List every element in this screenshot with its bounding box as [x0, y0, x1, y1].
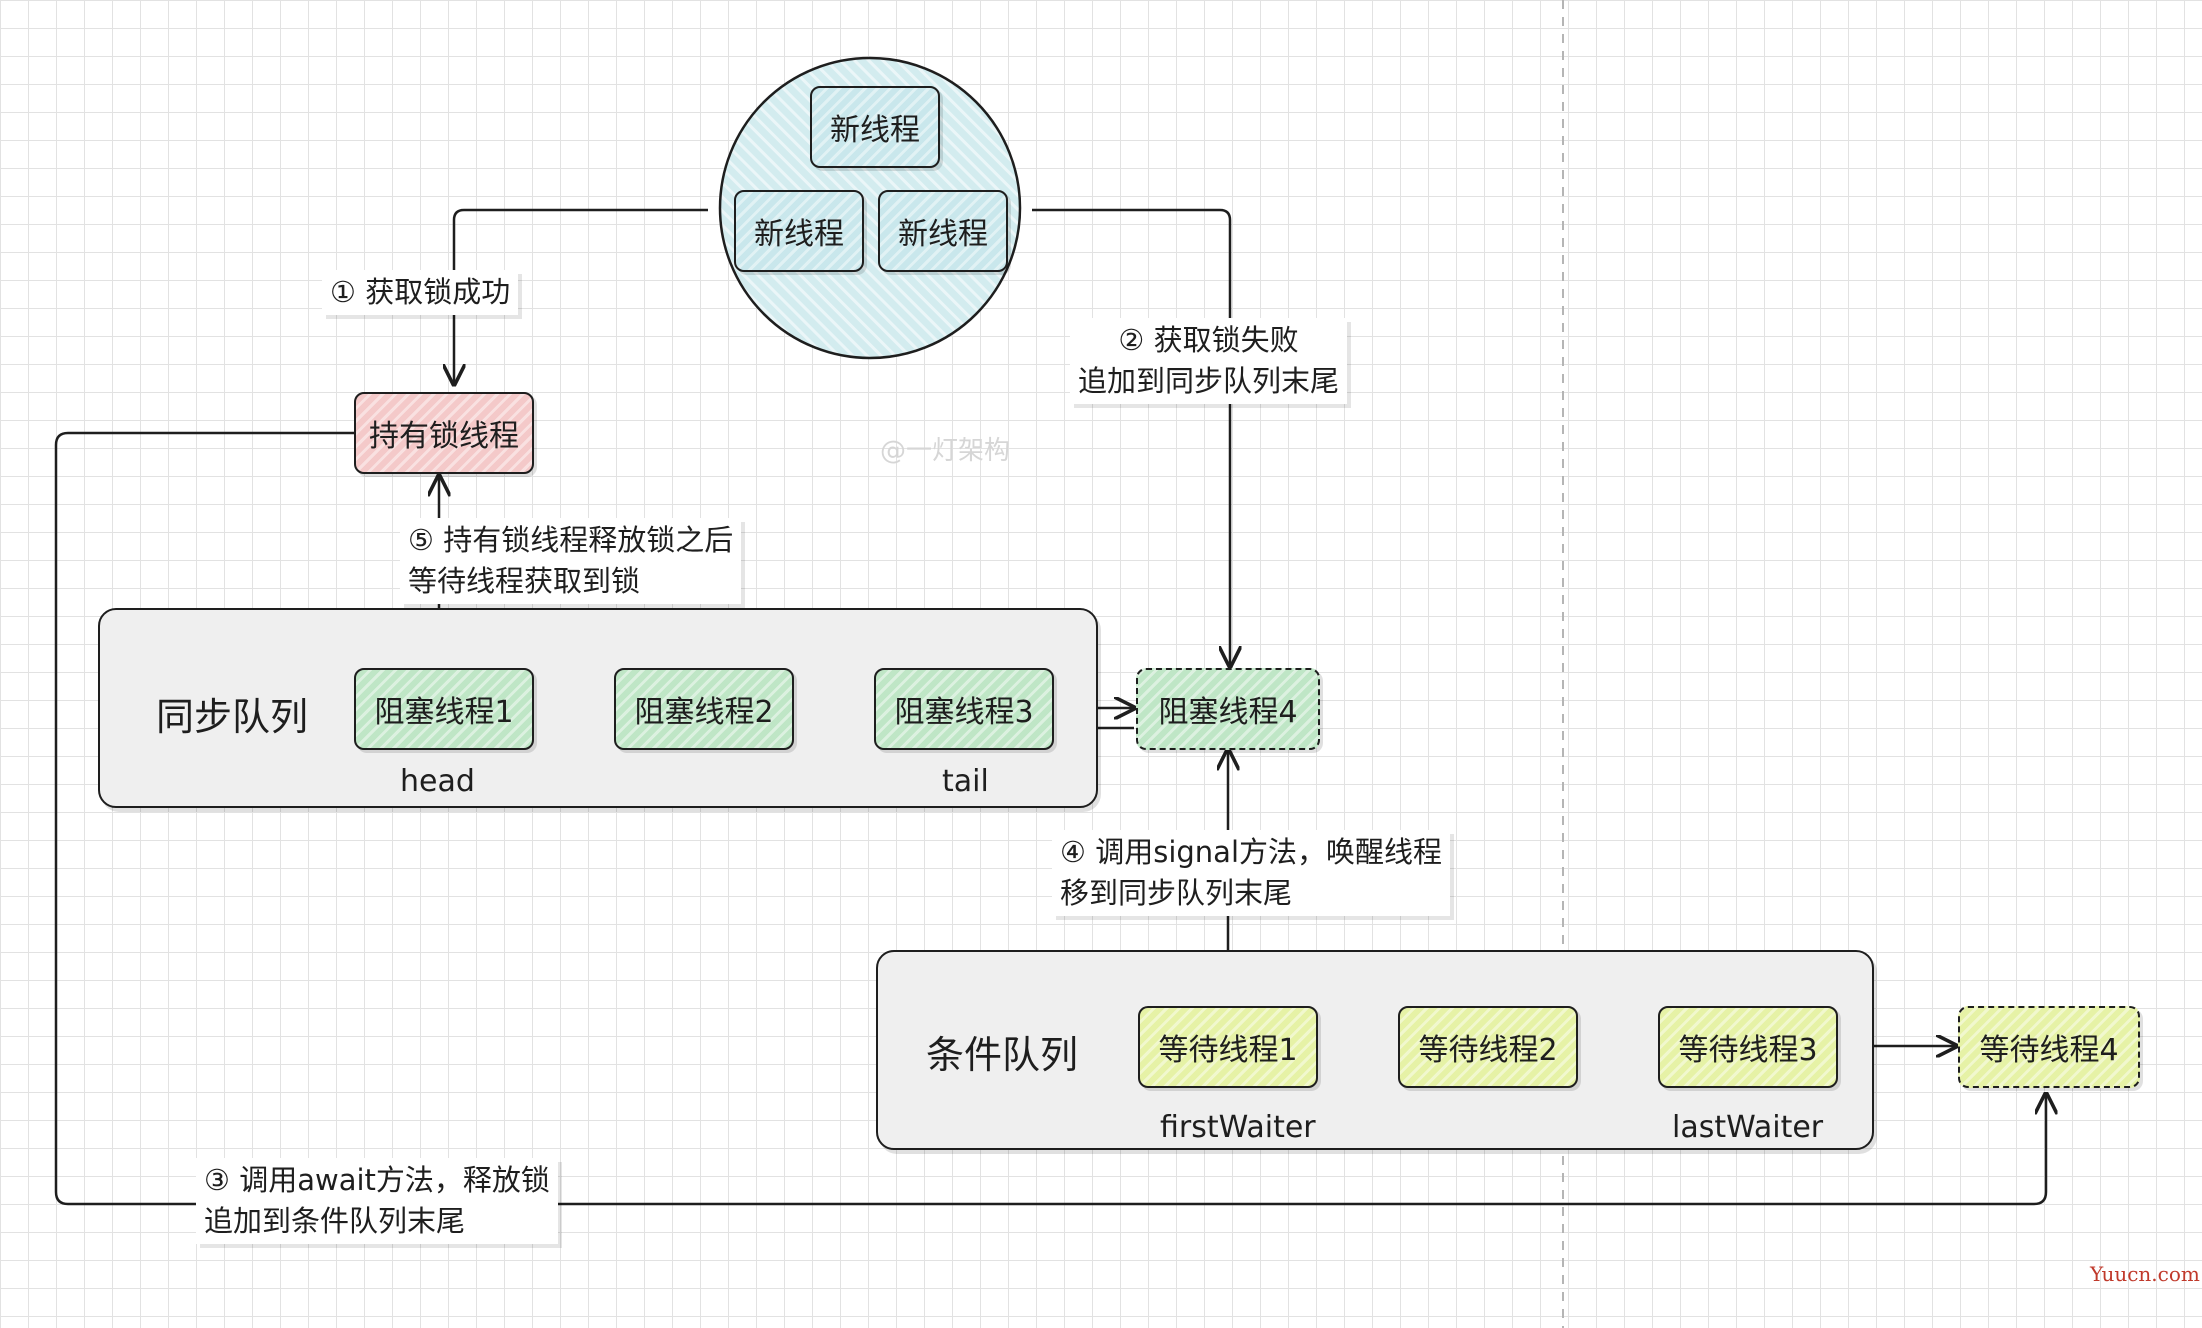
- blocked-thread-1: 阻塞线程1: [354, 668, 534, 750]
- last-waiter-label: lastWaiter: [1672, 1110, 1824, 1145]
- site-watermark: Yuucn.com: [2090, 1262, 2200, 1286]
- step3-line2: 追加到条件队列末尾: [204, 1204, 466, 1238]
- arrow-acquire-success: [454, 208, 708, 384]
- step3-note: ③ 调用await方法，释放锁 追加到条件队列末尾: [196, 1158, 558, 1244]
- step1-text: ① 获取锁成功: [330, 275, 511, 309]
- waiting-thread-2: 等待线程2: [1398, 1006, 1578, 1088]
- new-thread-left: 新线程: [734, 190, 864, 272]
- first-waiter-label: firstWaiter: [1160, 1110, 1316, 1145]
- step2-line1: ② 获取锁失败: [1118, 323, 1299, 357]
- sync-queue-title: 同步队列: [156, 695, 309, 739]
- waiting-thread-4-pending: 等待线程4: [1958, 1006, 2140, 1088]
- head-pointer-label: head: [400, 764, 475, 799]
- arrow-acquire-fail: [1032, 208, 1230, 666]
- blocked-thread-3: 阻塞线程3: [874, 668, 1054, 750]
- step5-note: ⑤ 持有锁线程释放锁之后 等待线程获取到锁: [400, 518, 742, 604]
- blocked-thread-2: 阻塞线程2: [614, 668, 794, 750]
- step4-line1: ④ 调用signal方法，唤醒线程: [1060, 835, 1442, 869]
- step3-line1: ③ 调用await方法，释放锁: [204, 1163, 550, 1197]
- step4-line2: 移到同步队列末尾: [1060, 876, 1293, 910]
- new-thread-top: 新线程: [810, 86, 940, 168]
- step4-note: ④ 调用signal方法，唤醒线程 移到同步队列末尾: [1052, 830, 1450, 916]
- thread-pool-circle: [718, 56, 1022, 360]
- step5-line2: 等待线程获取到锁: [408, 564, 641, 598]
- arrow-await: [54, 431, 2046, 1206]
- blocked-thread-4-pending: 阻塞线程4: [1136, 668, 1320, 750]
- new-thread-right: 新线程: [878, 190, 1008, 272]
- watermark-text: @一灯架构: [880, 436, 1011, 466]
- waiting-thread-3: 等待线程3: [1658, 1006, 1838, 1088]
- waiting-thread-1: 等待线程1: [1138, 1006, 1318, 1088]
- tail-pointer-label: tail: [942, 764, 989, 799]
- lock-holder-thread: 持有锁线程: [354, 392, 534, 474]
- step5-line1: ⑤ 持有锁线程释放锁之后: [408, 523, 734, 557]
- step2-note: ② 获取锁失败 追加到同步队列末尾: [1070, 318, 1348, 404]
- step2-line2: 追加到同步队列末尾: [1078, 364, 1340, 398]
- condition-queue-title: 条件队列: [926, 1033, 1079, 1077]
- step1-note: ① 获取锁成功: [322, 270, 519, 315]
